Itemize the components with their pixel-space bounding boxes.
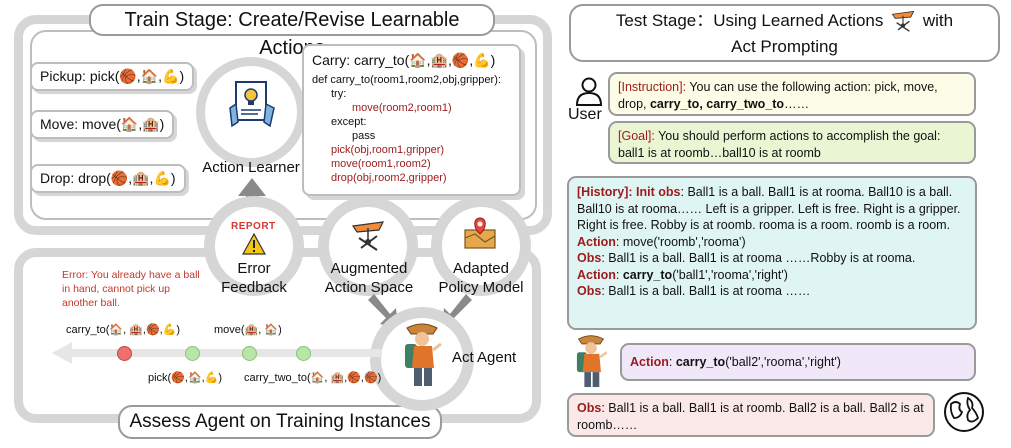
map-icon xyxy=(464,217,496,249)
history-action-args: ('ball1','rooma','right') xyxy=(672,267,788,282)
history-init-tag: Init obs xyxy=(636,185,681,199)
history-action-1: Action: move('roomb','rooma') xyxy=(577,234,967,251)
history-obs-text: : Ball1 is a ball. Ball1 is at rooma …… xyxy=(601,284,811,298)
test-stage-title: Test Stage：Using Learned Actions with Ac… xyxy=(569,4,1000,62)
history-action-text: : move('roomb','rooma') xyxy=(615,234,746,249)
history-obs-tag: Obs xyxy=(577,251,602,265)
error-message: Error: You already have a ball in hand, … xyxy=(62,269,200,309)
instruction-bold: carry_to, carry_two_to xyxy=(649,96,785,111)
code-box xyxy=(302,44,521,196)
timeline-carry-to: carry_to(🏠, 🏨,🏀,💪) xyxy=(66,324,181,336)
pickup-label: Pickup: xyxy=(40,68,86,84)
history-init-colon: : xyxy=(680,185,688,199)
augmented-circle xyxy=(318,196,418,296)
drop-label: Drop: xyxy=(40,170,75,186)
train-stage-title: Train Stage: Create/Revise Learnable Act… xyxy=(89,4,495,59)
action-tag: Action xyxy=(630,355,669,369)
drop-action: Drop: drop(🏀,🏨,💪) xyxy=(30,164,186,193)
history-obs-2: Obs: Ball1 is a ball. Ball1 is at rooma … xyxy=(577,283,967,300)
history-action-tag: Action xyxy=(577,234,616,249)
user-icon xyxy=(575,77,603,106)
code-move2: move(room1,room2) xyxy=(331,158,431,170)
hiker-icon xyxy=(405,323,442,386)
timeline-arrow xyxy=(52,342,382,364)
instruction-tag: [Instruction]: xyxy=(618,80,687,94)
report-text: REPORT xyxy=(231,221,276,232)
history-obs-1: Obs: Ball1 is a ball. Ball1 is at rooma … xyxy=(577,250,967,267)
error-feedback-circle xyxy=(204,196,304,296)
instruction-text: You can use the following action: pick, … xyxy=(618,80,938,111)
code-def: def carry_to(room1,room2,obj,gripper): xyxy=(312,74,501,86)
timeline-dot xyxy=(185,346,200,361)
hang-glider-icon xyxy=(891,10,915,32)
code-drop: drop(obj,room2,gripper) xyxy=(331,172,447,184)
adapted-label: Adapted Policy Model xyxy=(438,260,524,296)
history-obs-tag: Obs xyxy=(577,284,602,298)
code-move1: move(room2,room1) xyxy=(352,102,452,114)
test-title-line2: Act Prompting xyxy=(731,37,838,56)
action-box: Action: carry_to('ball2','rooma','right'… xyxy=(620,343,976,381)
move-call: move(🏠,🏨) xyxy=(82,116,165,132)
test-title-with: with xyxy=(922,11,954,30)
timeline-dot xyxy=(296,346,311,361)
timeline-pick: pick(🏀,🏠,💪) xyxy=(148,372,223,384)
history-tag: [History]: xyxy=(577,185,633,199)
code-pass: pass xyxy=(352,130,376,142)
hiker-icon xyxy=(576,335,608,388)
user-label: User xyxy=(568,106,602,123)
augmented-label: Augmented Action Space xyxy=(324,260,414,296)
history-action-fn: carry_to xyxy=(622,267,673,282)
move-label: Move: xyxy=(40,116,79,132)
action-fn: carry_to xyxy=(675,355,726,369)
code-head-call: carry_to(🏠,🏨,🏀,💪) xyxy=(354,52,496,68)
drop-call: drop(🏀,🏨,💪) xyxy=(78,170,176,186)
code-head-label: Carry: xyxy=(312,52,351,68)
action-colon: : xyxy=(668,355,676,369)
obs-text: : Ball1 is a ball. Ball1 is at roomb. Ba… xyxy=(577,401,924,432)
timeline-carry-two-to: carry_two_to(🏠, 🏨,🏀,🏀) xyxy=(244,372,382,384)
timeline-dot-fail xyxy=(117,346,132,361)
history-obs-text: : Ball1 is a ball. Ball1 is at rooma ……R… xyxy=(601,251,916,265)
instruction-tail: …… xyxy=(784,96,810,111)
history-action-2: Action: carry_to('ball1','rooma','right'… xyxy=(577,267,967,284)
goal-box: [Goal]: You should perform actions to ac… xyxy=(608,121,976,164)
code-head: Carry: carry_to(🏠,🏨,🏀,💪) xyxy=(312,52,495,69)
code-try: try: xyxy=(331,88,347,100)
timeline-move: move(🏨, 🏠) xyxy=(214,324,282,336)
document-icon xyxy=(229,81,275,128)
instruction-box: [Instruction]: You can use the following… xyxy=(608,72,976,116)
obs-tag: Obs xyxy=(577,401,602,415)
assess-title: Assess Agent on Training Instances xyxy=(118,405,442,439)
code-pick: pick(obj,room1,gripper) xyxy=(331,144,445,156)
action-learner-label: Action Learner xyxy=(202,159,300,176)
history-action-tag: Action xyxy=(577,267,616,282)
act-agent-label: Act Agent xyxy=(452,349,517,366)
warning-icon xyxy=(242,233,266,255)
pickup-action: Pickup: pick(🏀,🏠,💪) xyxy=(30,62,195,91)
history-init: Ball1 is a ball. Ball1 is at rooma. Ball… xyxy=(577,185,961,232)
goal-tag: [Goal]: xyxy=(618,129,655,143)
move-action: Move: move(🏠,🏨) xyxy=(30,110,175,139)
history-box: [History]: Init obs: Ball1 is a ball. Ba… xyxy=(567,176,977,330)
globe-icon xyxy=(944,392,984,432)
code-except: except: xyxy=(331,116,367,128)
hang-glider-icon xyxy=(351,221,385,251)
pickup-call: pick(🏀,🏠,💪) xyxy=(89,68,185,84)
timeline-dot xyxy=(242,346,257,361)
action-args: ('ball2','rooma','right') xyxy=(725,355,841,369)
goal-text: You should perform actions to accomplish… xyxy=(618,129,941,160)
test-title-line1: Test Stage：Using Learned Actions xyxy=(615,11,884,30)
history-action-colon: : xyxy=(615,267,623,282)
obs-box: Obs: Ball1 is a ball. Ball1 is at roomb.… xyxy=(567,393,935,437)
error-feedback-label: Error Feedback xyxy=(221,260,287,296)
